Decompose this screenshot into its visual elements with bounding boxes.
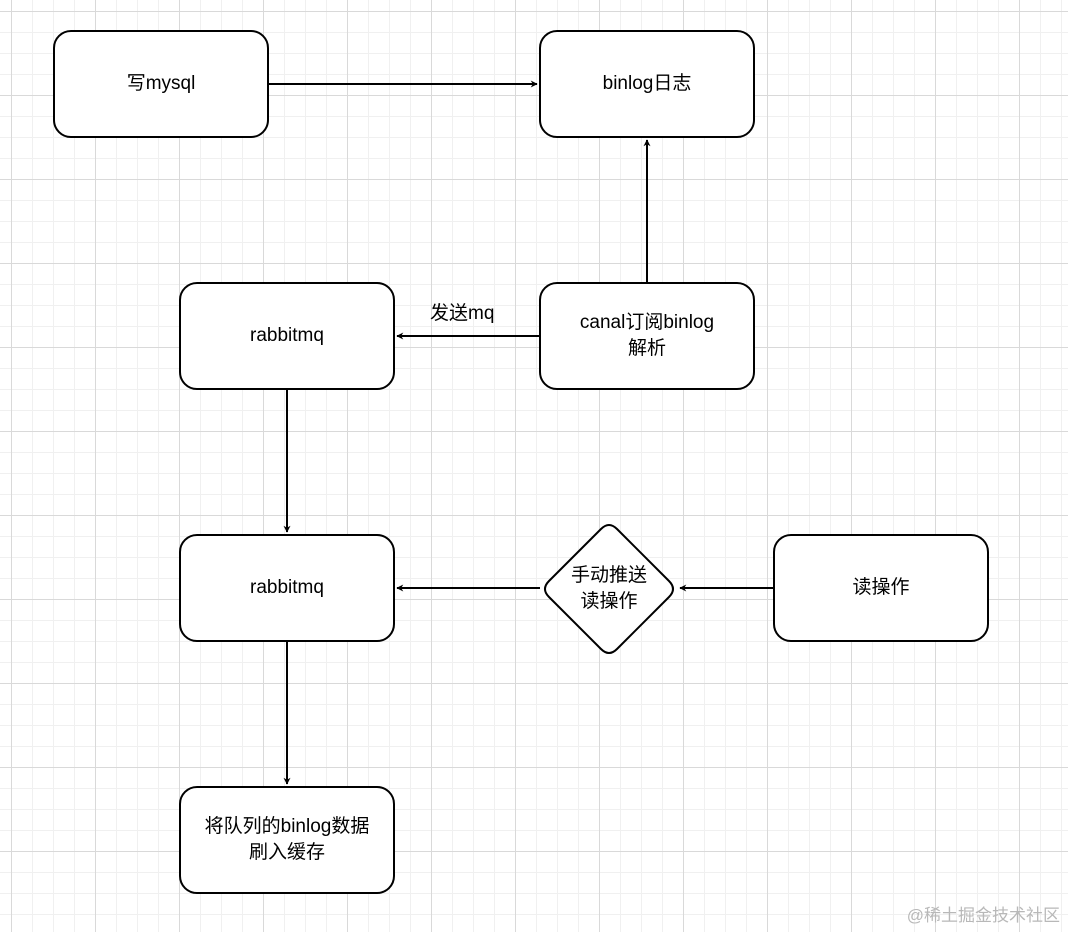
write-mysql-label: 写mysql — [126, 73, 196, 94]
send-mq-label: 发送mq — [430, 303, 495, 324]
read-op-label: 读操作 — [852, 577, 910, 598]
manual-push-label: 手动推送 读操作 — [540, 520, 678, 658]
canal-label-line-2: 解析 — [627, 338, 666, 359]
binlog-log-node[interactable]: binlog日志 — [539, 30, 755, 138]
watermark: @稀土掘金技术社区 — [906, 906, 1060, 925]
rabbitmq-top-node[interactable]: rabbitmq — [179, 282, 395, 390]
flush-cache-label-line-2: 刷入缓存 — [248, 842, 325, 863]
rabbitmq-middle-label: rabbitmq — [250, 577, 324, 598]
rabbitmq-top-label: rabbitmq — [250, 325, 324, 346]
flush-cache-label-line-1: 将队列的binlog数据 — [204, 816, 370, 837]
canal-label-line-1: canal订阅binlog — [579, 312, 715, 333]
manual-push-label-line-1: 手动推送 — [570, 565, 647, 586]
manual-push-diamond-shape — [544, 524, 674, 654]
flush-cache-node[interactable]: 将队列的binlog数据 刷入缓存 — [179, 786, 395, 894]
read-op-node[interactable]: 读操作 — [773, 534, 989, 642]
write-mysql-node[interactable]: 写mysql — [53, 30, 269, 138]
manual-push-decision[interactable]: 手动推送 读操作 — [540, 520, 678, 658]
rabbitmq-middle-node[interactable]: rabbitmq — [179, 534, 395, 642]
manual-push-label-line-2: 读操作 — [580, 591, 638, 612]
canal-node[interactable]: canal订阅binlog 解析 — [539, 282, 755, 390]
binlog-log-label: binlog日志 — [602, 73, 692, 94]
